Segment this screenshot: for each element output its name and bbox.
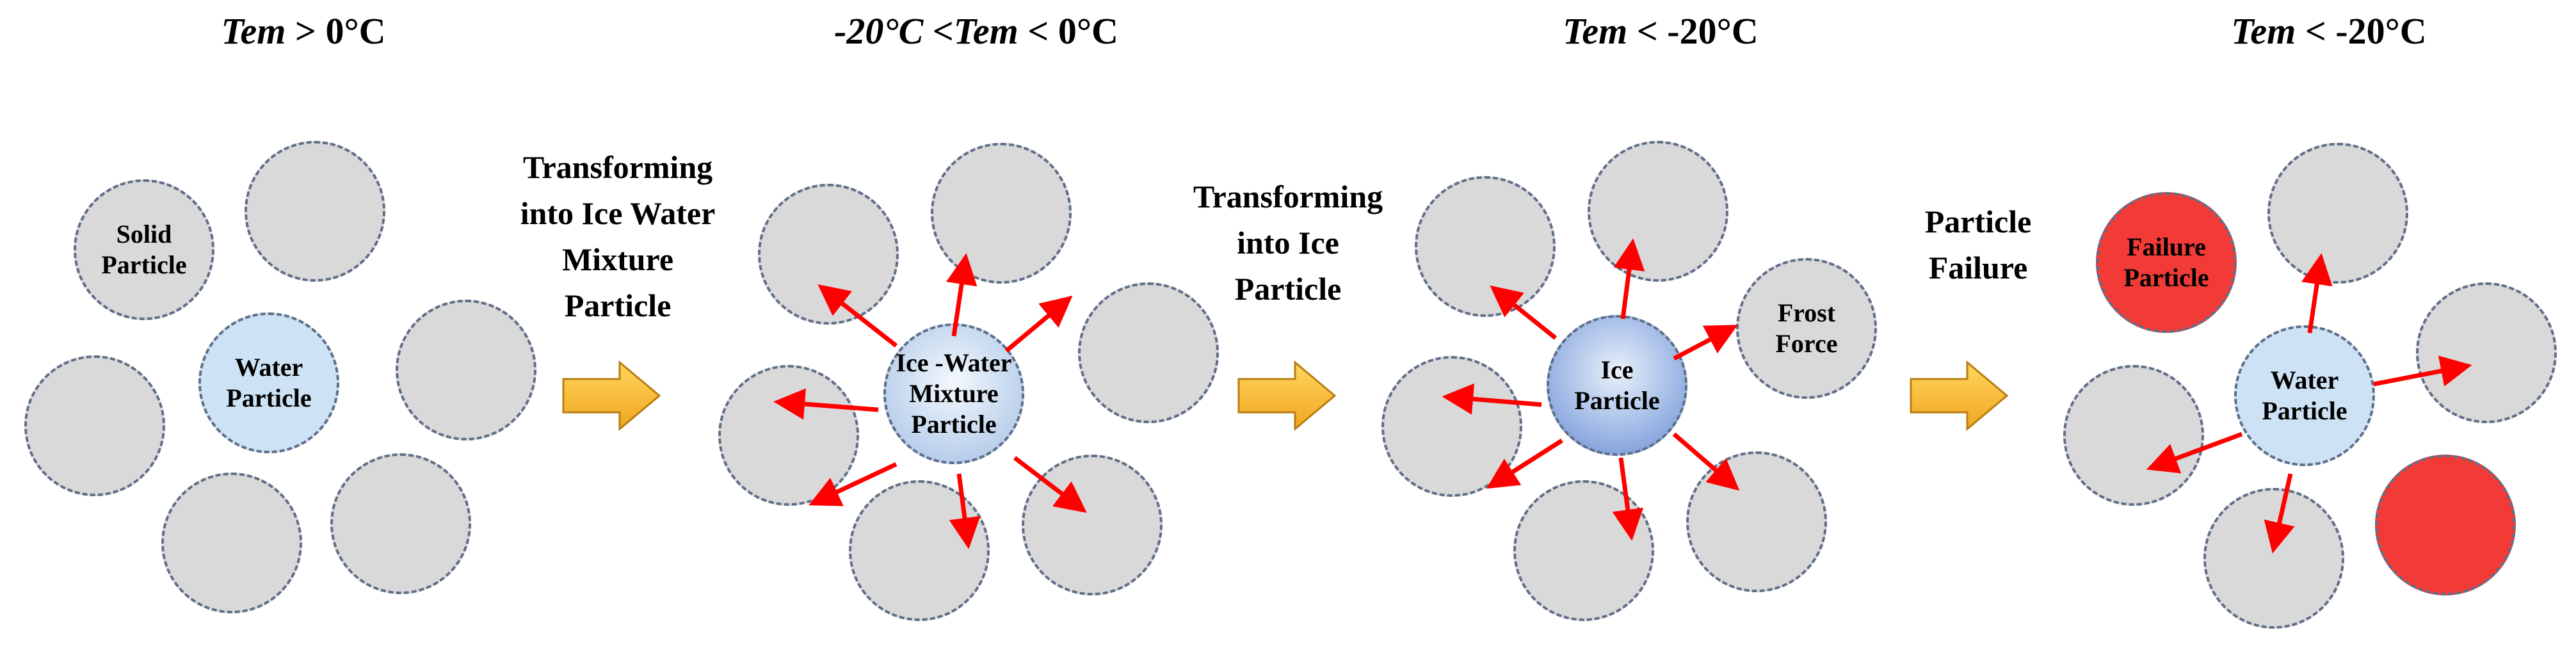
failure-particle-label: Failure Particle — [2123, 232, 2209, 293]
label-line: Failure — [2127, 232, 2206, 261]
label-line: Transforming — [522, 149, 713, 185]
frost-force-particle-circle: Frost Force — [1736, 258, 1877, 399]
label-line: Failure — [1928, 250, 2028, 286]
ice-particle-circle: Ice Particle — [1547, 315, 1687, 456]
transition-arrow-2 — [1237, 360, 1337, 432]
force-arrow — [1004, 295, 1073, 353]
label-line: Force — [1775, 329, 1838, 358]
gray-particle-circle — [330, 453, 471, 594]
gray-particle-circle — [1513, 480, 1654, 621]
failure-particle-circle — [2375, 455, 2516, 595]
header-italic: Tem — [1563, 10, 1628, 52]
gray-particle-circle — [1588, 141, 1728, 282]
gray-particle-circle — [758, 184, 899, 325]
label-line: Particle — [1574, 386, 1660, 415]
label-line: Ice — [1600, 355, 1634, 384]
header-italic: -20°C <Tem — [834, 10, 1018, 52]
header-stage-4: Tem < -20°C — [2137, 9, 2521, 54]
label-line: Particle — [226, 384, 312, 412]
gray-particle-circle — [718, 365, 859, 506]
label-line: Particle — [2262, 396, 2347, 425]
header-rest: < 0°C — [1018, 10, 1118, 52]
header-stage-3: Tem < -20°C — [1469, 9, 1853, 54]
label-line: Transforming — [1193, 179, 1383, 214]
gray-particle-circle — [245, 141, 385, 282]
label-line: Particle — [1234, 271, 1342, 307]
frost-force-label: Frost Force — [1776, 298, 1838, 359]
label-line: Particle — [2123, 263, 2209, 292]
solid-particle-circle: Solid Particle — [74, 179, 214, 320]
header-italic: Tem — [221, 10, 286, 52]
ice-particle-label: Ice Particle — [1574, 355, 1659, 416]
transition-arrow-3 — [1910, 360, 2009, 432]
gray-particle-circle — [24, 355, 165, 496]
label-line: into Ice — [1237, 225, 1339, 261]
header-rest: > 0°C — [286, 10, 386, 52]
ice-water-mixture-particle-circle: Ice -Water Mixture Particle — [883, 323, 1024, 464]
gray-particle-circle — [2203, 488, 2344, 629]
failure-particle-circle: Failure Particle — [2096, 192, 2237, 333]
label-line: Water — [234, 353, 303, 382]
label-line: Mixture — [561, 241, 674, 277]
label-line: Frost — [1777, 298, 1836, 327]
transition-arrow-1 — [562, 360, 661, 432]
label-line: Water — [2270, 366, 2339, 394]
label-line: Particle — [911, 410, 997, 439]
gray-particle-circle — [161, 473, 302, 613]
gray-particle-circle — [1022, 455, 1163, 595]
gray-particle-circle — [1686, 451, 1827, 592]
header-stage-1: Tem > 0°C — [111, 9, 495, 54]
water-particle-label: Water Particle — [2262, 365, 2347, 426]
header-italic: Tem — [2231, 10, 2296, 52]
water-particle-circle: Water Particle — [198, 312, 339, 453]
label-line: Particle — [564, 287, 672, 323]
water-particle-circle: Water Particle — [2234, 325, 2375, 466]
label-line: into Ice Water — [520, 195, 716, 231]
gray-particle-circle — [2267, 143, 2408, 284]
gray-particle-circle — [1415, 176, 1556, 317]
label-line: Particle — [1924, 204, 2032, 239]
gray-particle-circle — [396, 300, 536, 441]
gray-particle-circle — [849, 480, 990, 621]
gray-particle-circle — [1078, 282, 1219, 423]
ice-water-mixture-label: Ice -Water Mixture Particle — [896, 348, 1011, 440]
gray-particle-circle — [1381, 356, 1522, 497]
label-line: Mixture — [909, 379, 999, 408]
transition-text-3: Particle Failure — [1773, 198, 2183, 291]
solid-particle-label: Solid Particle — [101, 219, 186, 280]
transition-text-1: Transforming into Ice Water Mixture Part… — [413, 144, 823, 328]
gray-particle-circle — [2063, 365, 2204, 506]
header-rest: < -20°C — [2296, 10, 2427, 52]
label-line: Ice -Water — [896, 348, 1012, 377]
force-arrow — [1673, 325, 1738, 361]
transition-text-2: Transforming into Ice Particle — [1083, 174, 1493, 312]
gray-particle-circle — [931, 143, 1072, 284]
header-stage-2: -20°C <Tem < 0°C — [720, 9, 1232, 54]
label-line: Solid — [116, 220, 172, 248]
water-particle-label: Water Particle — [226, 352, 311, 414]
label-line: Particle — [101, 250, 187, 279]
header-rest: < -20°C — [1627, 10, 1759, 52]
gray-particle-circle — [2416, 282, 2557, 423]
